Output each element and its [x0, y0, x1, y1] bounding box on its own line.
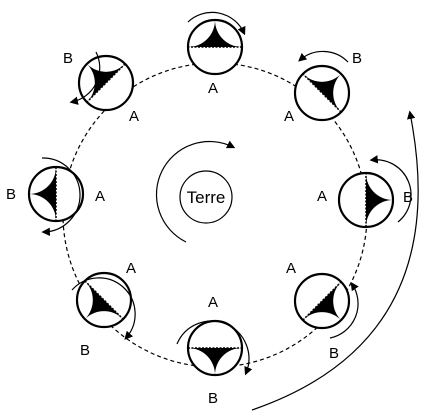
point-label-b: B [6, 186, 16, 203]
moon-dark-half [302, 73, 342, 113]
point-label-b: B [63, 50, 73, 67]
point-label-a: A [284, 108, 294, 125]
point-label-a: A [129, 108, 139, 125]
moon-outline [337, 171, 395, 229]
moon-terminator [302, 281, 342, 321]
moon-top-left: AB [63, 50, 139, 125]
moon-bottom-right: AB [286, 260, 359, 362]
earth-label: Terre [187, 188, 226, 207]
moon-dark-half [188, 348, 242, 375]
moon-dark-half [366, 173, 393, 227]
earth: Terre [155, 140, 236, 243]
moon-top: A [186, 11, 246, 97]
moon-outline [75, 271, 133, 329]
point-label-b: B [208, 390, 218, 407]
earth-rotation-arrow [155, 140, 236, 243]
point-label-a: A [126, 260, 136, 277]
point-label-a: A [208, 80, 218, 97]
moon-rotation-arrow [69, 51, 101, 105]
point-label-a: A [208, 294, 218, 311]
moon-outline [186, 18, 244, 76]
point-label-b: B [352, 50, 362, 67]
moon-terminator [86, 63, 126, 103]
moon-left: AB [6, 157, 105, 237]
orbit-direction-arrow [251, 110, 419, 411]
moon-rotation-arrow [71, 277, 136, 340]
moon-terminator [84, 280, 124, 320]
moon-bottom: AB [176, 294, 253, 407]
moon-dark-half [188, 20, 242, 47]
moon-outline [293, 272, 351, 330]
moon-rotation-arrow [369, 155, 412, 223]
point-label-a: A [317, 188, 327, 205]
moon-rotation-arrow [298, 50, 349, 63]
moon-outline [27, 165, 85, 223]
earth-inner-circle [179, 170, 233, 224]
moon-rotation-arrow [41, 157, 81, 237]
moon-outline [293, 64, 351, 122]
moon-rotation-arrow [176, 320, 253, 376]
moon-dark-half [84, 280, 124, 320]
moon-rotation-arrow [187, 11, 246, 36]
moon-bottom-left: AB [71, 260, 136, 359]
moon-top-right: AB [284, 50, 362, 125]
moon-dark-half [302, 281, 342, 321]
point-label-a: A [286, 260, 296, 277]
point-label-b: B [403, 189, 413, 206]
point-label-b: B [80, 342, 90, 359]
moon-dark-half [29, 167, 56, 221]
moon-outline [77, 54, 135, 112]
point-label-a: A [95, 188, 105, 205]
moon-rotation-arrow [329, 281, 359, 339]
moon-terminator [302, 73, 342, 113]
point-label-b: B [329, 345, 339, 362]
